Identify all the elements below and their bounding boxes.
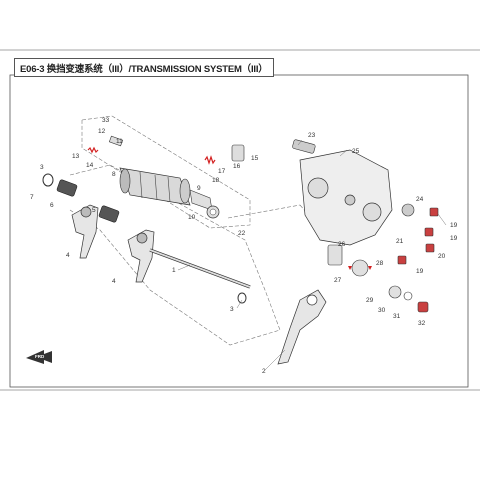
callout-28: 28: [376, 260, 384, 267]
callout-12: 12: [98, 128, 106, 135]
callout-19a: 19: [450, 222, 458, 229]
callout-15: 15: [251, 155, 259, 162]
shift-drum: [119, 167, 220, 219]
callout-19b: 19: [450, 235, 458, 242]
callout-18: 18: [212, 177, 220, 184]
callout-7: 7: [30, 194, 34, 201]
callout-2: 2: [262, 368, 266, 375]
callout-22: 22: [238, 230, 246, 237]
page-title: E06-3 换挡变速系统（III）/TRANSMISSION SYSTEM（II…: [20, 63, 268, 75]
callout-4a: 4: [66, 252, 70, 259]
forward-marker: FRD: [26, 350, 52, 364]
right-bolts: [397, 203, 439, 265]
circlips: [42, 173, 247, 304]
shift-fork-right: [127, 229, 155, 283]
ratchet-assembly: [327, 244, 429, 313]
callout-19c: 19: [416, 268, 424, 275]
callout-31: 31: [393, 313, 401, 320]
svg-text:FRD: FRD: [35, 354, 45, 359]
cylinders: [56, 179, 120, 223]
callout-25: 25: [352, 148, 360, 155]
callout-11: 11: [116, 138, 123, 145]
callout-17: 17: [218, 168, 226, 175]
callout-26: 26: [338, 241, 346, 248]
callout-20: 20: [438, 253, 446, 260]
callout-23: 23: [308, 132, 316, 139]
callout-14: 14: [86, 162, 94, 169]
callout-10: 10: [188, 214, 196, 221]
callout-27: 27: [334, 277, 342, 284]
callout-32: 32: [418, 320, 426, 327]
callout-9: 9: [197, 185, 201, 192]
leader-22: [227, 204, 301, 219]
leader-lines: [177, 139, 447, 371]
callout-21: 21: [396, 238, 404, 245]
callout-24: 24: [416, 196, 424, 203]
callout-6: 6: [50, 202, 54, 209]
pins-bolts: [108, 135, 245, 162]
callout-16: 16: [233, 163, 241, 170]
callout-8: 8: [112, 171, 116, 178]
callout-3a: 3: [40, 164, 44, 171]
callout-13: 13: [72, 153, 80, 160]
callout-29: 29: [366, 297, 374, 304]
callout-labels: 1 2 3 3 4 4 5 6 7 8 9 10 11 12 13 14 15 …: [30, 117, 458, 375]
group-outlines: [69, 115, 331, 346]
top-shaft: [292, 139, 316, 154]
shift-fork-left: [71, 204, 99, 259]
cover-housing: [299, 149, 393, 246]
callout-5: 5: [92, 207, 96, 214]
callout-3b: 3: [230, 306, 234, 313]
callout-4b: 4: [112, 278, 116, 285]
shift-arm: [277, 289, 327, 365]
callout-1: 1: [172, 267, 176, 274]
callout-33: 33: [102, 117, 110, 124]
callout-30: 30: [378, 307, 386, 314]
spring-16: [204, 155, 216, 165]
group-33-outline: [81, 115, 251, 229]
spring-14: [87, 146, 99, 154]
title-box: E06-3 换挡变速系统（III）/TRANSMISSION SYSTEM（II…: [14, 58, 274, 77]
shift-shaft: [149, 248, 251, 289]
